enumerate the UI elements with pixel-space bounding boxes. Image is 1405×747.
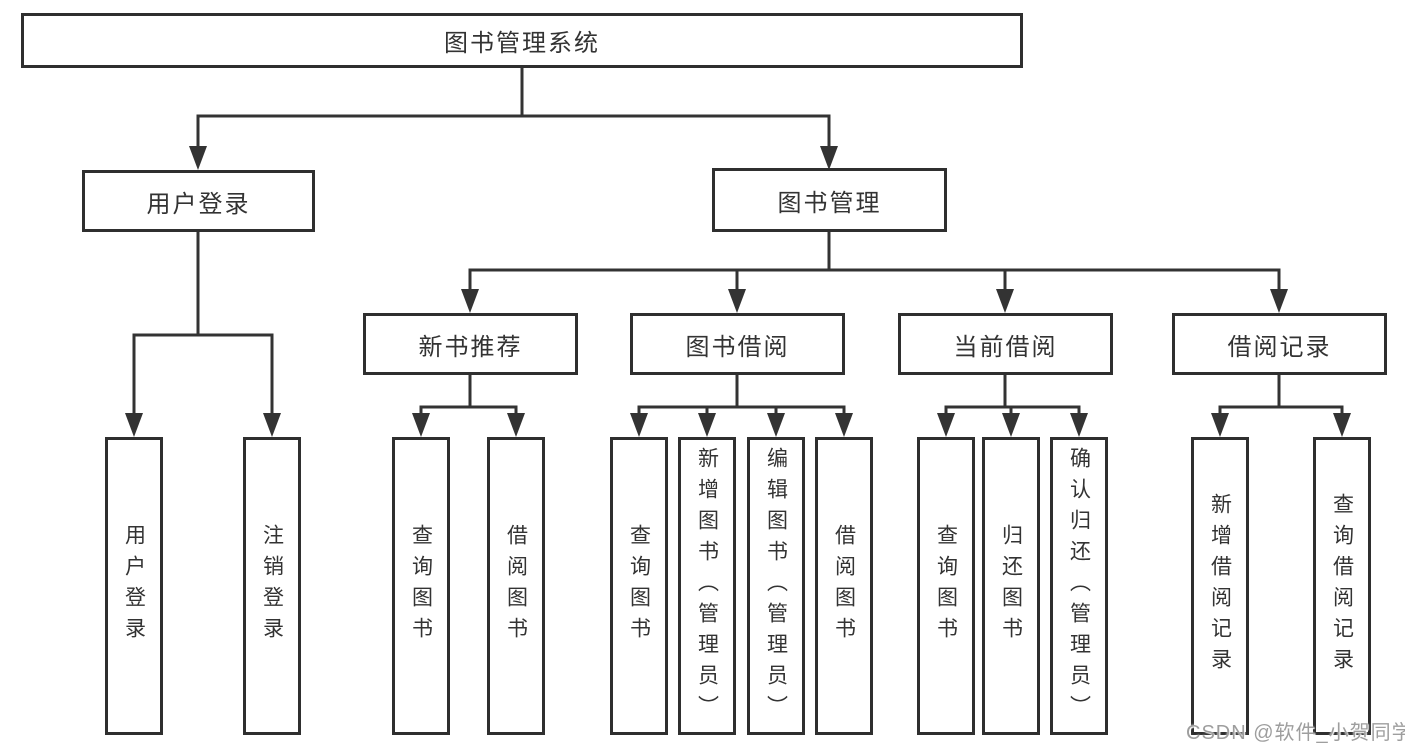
leaf-confirm-return-admin: 确认归还（管理员） [1050,437,1108,735]
watermark: CSDN @软件_小贺同学 [1186,722,1405,744]
leaf-return-books: 归还图书 [982,437,1040,735]
connector-user-login-junction [125,230,281,437]
leaf-query-borrow-record: 查询借阅记录 [1313,437,1371,735]
node-book-borrowing: 图书借阅 [630,313,845,375]
leaf-add-book-admin: 新增图书（管理员） [678,437,736,735]
node-borrowing-records: 借阅记录 [1172,313,1387,375]
node-new-book-recommendation: 新书推荐 [363,313,578,375]
connector-new-book-junction [412,373,525,437]
leaf-user-login: 用户登录 [105,437,163,735]
leaf-borrow-books-recommend: 借阅图书 [487,437,545,735]
connector-current-borrow-junction [937,373,1088,437]
node-library-management-system: 图书管理系统 [21,13,1023,68]
connector-book-management-junction [461,230,1288,313]
leaf-query-books-recommend: 查询图书 [392,437,450,735]
node-current-borrowing: 当前借阅 [898,313,1113,375]
connector-book-borrow-junction [630,373,853,437]
leaf-query-books-current: 查询图书 [917,437,975,735]
leaf-add-borrow-record: 新增借阅记录 [1191,437,1249,735]
node-book-management: 图书管理 [712,168,947,232]
leaf-borrow-books: 借阅图书 [815,437,873,735]
connector-root-junction [189,66,838,170]
node-user-login-branch: 用户登录 [82,170,315,232]
leaf-logout: 注销登录 [243,437,301,735]
leaf-query-books-borrow: 查询图书 [610,437,668,735]
connector-borrow-records-junction [1211,373,1351,437]
leaf-edit-book-admin: 编辑图书（管理员） [747,437,805,735]
